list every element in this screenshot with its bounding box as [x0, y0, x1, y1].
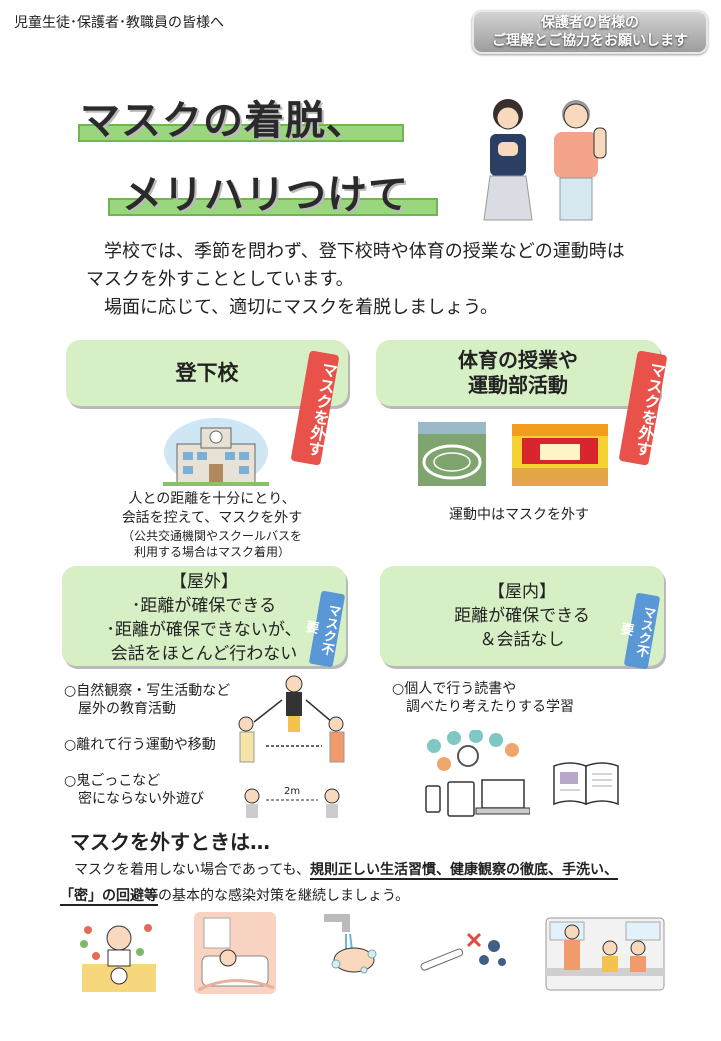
notice-line2: ご理解とご協力をお願いします	[492, 33, 688, 49]
outdoor-box: 【屋外】 ･距離が確保できる ･距離が確保できないが、 会話をほとんど行わない	[62, 566, 346, 666]
title-line1: マスクの着脱、	[80, 98, 367, 144]
woman-figure	[483, 99, 533, 221]
intro-line3: 場面に応じて、適切にマスクを着脱しましょう。	[104, 297, 499, 318]
title-line2: メリハリつけて	[122, 172, 409, 218]
commute-desc: 人との距離を十分にとり、 会話を控えて、マスクを外す	[84, 490, 340, 528]
outdoor-item-3: ○鬼ごっこなど 密にならない外遊び	[64, 772, 254, 808]
distance-label: 2m	[284, 786, 301, 797]
healthy-meal-illustration	[80, 924, 156, 992]
notice-badge: 保護者の皆様の ご理解とご協力をお願いします	[472, 10, 708, 54]
intro-line2: マスクを外すこととしています。	[86, 269, 354, 290]
audience-label: 児童生徒･保護者･教職員の皆様へ	[14, 15, 224, 31]
pe-heading-line2: 運動部活動	[468, 373, 568, 397]
indoor-heading: 【屋内】	[488, 582, 556, 602]
outdoor-item-2: ○離れて行う運動や移動	[64, 736, 254, 754]
hand-washing-illustration	[324, 914, 377, 974]
pe-heading-line1: 体育の授業や	[458, 348, 578, 372]
train-passengers-illustration	[545, 917, 665, 991]
thermometer-germs-icon	[420, 932, 506, 971]
sleeping-illustration	[194, 912, 276, 994]
indoor-line2: ＆会話なし	[479, 630, 565, 650]
outdoor-line1: ･距離が確保できる	[131, 596, 277, 616]
outdoor-heading: 【屋外】	[170, 572, 238, 592]
man-figure	[554, 100, 607, 221]
title-highlight-1	[78, 124, 404, 142]
removal-line1: マスクを着用しない場合であっても、規則正しい生活習慣、健康観察の徹底、手洗い、	[74, 860, 619, 880]
pe-desc: 運動中はマスクを外す	[449, 507, 589, 523]
removal-line1-emph: 規則正しい生活習慣、健康観察の徹底、手洗い、	[310, 862, 619, 880]
outdoor-item-1-line2: 屋外の教育活動	[78, 701, 176, 717]
people-illustration	[483, 99, 607, 221]
removal-heading: マスクを外すときは…	[70, 830, 270, 854]
indoor-line1: 距離が確保できる	[454, 606, 590, 626]
gymnasium-stage-icon	[512, 424, 608, 486]
indoor-list: ○個人で行う読書や 調べたり考えたりする学習	[392, 680, 622, 716]
indoor-item-line2: 調べたり考えたりする学習	[406, 699, 574, 715]
school-building-icon	[163, 418, 269, 486]
study-devices-illustration	[425, 730, 530, 817]
open-book-icon	[553, 762, 619, 806]
commute-note-line1: （公共交通機関やスクールバスを	[121, 529, 302, 543]
outdoor-item-3-line1: ○鬼ごっこなど	[64, 773, 161, 789]
outdoor-line2: ･距離が確保できないが、	[106, 620, 302, 640]
commute-note-line2: 利用する場合はマスク着用）	[133, 545, 290, 559]
removal-line2-emph: 「密」の回避等	[60, 888, 158, 906]
title-highlight-2	[108, 198, 438, 216]
outdoor-item-1: ○自然観察・写生活動など 屋外の教育活動	[64, 682, 254, 718]
outdoor-item-3-line2: 密にならない外遊び	[78, 791, 204, 807]
distancing-illustration	[238, 675, 345, 818]
indoor-box: 【屋内】 距離が確保できる ＆会話なし	[380, 566, 664, 666]
notice-line1: 保護者の皆様の	[541, 15, 639, 31]
pe-heading-box: 体育の授業や 運動部活動	[376, 340, 660, 406]
outdoor-list: ○自然観察・写生活動など 屋外の教育活動 ○離れて行う運動や移動 ○鬼ごっこなど…	[64, 682, 254, 808]
indoor-item-line1: ○個人で行う読書や	[392, 681, 517, 697]
commute-note: （公共交通機関やスクールバスを 利用する場合はマスク着用）	[104, 528, 320, 560]
commute-desc-line1: 人との距離を十分にとり、	[128, 491, 296, 507]
outdoor-item-1-line1: ○自然観察・写生活動など	[64, 683, 231, 699]
outdoor-item-2-line1: ○離れて行う運動や移動	[64, 737, 216, 753]
commute-heading: 登下校	[175, 361, 239, 385]
removal-line2: 「密」の回避等の基本的な感染対策を継続しましょう。	[60, 886, 409, 906]
removal-line1-pre: マスクを着用しない場合であっても、	[74, 862, 311, 878]
removal-line2-post: の基本的な感染対策を継続しましょう。	[158, 888, 410, 904]
outdoor-line3: 会話をほとんど行わない	[110, 644, 298, 664]
sports-field-icon	[418, 422, 486, 486]
intro-line1: 学校では、季節を問わず、登下校時や体育の授業などの運動時は	[104, 241, 625, 262]
intro-text: 学校では、季節を問わず、登下校時や体育の授業などの運動時は マスクを外すこととし…	[86, 238, 686, 322]
commute-desc-line2: 会話を控えて、マスクを外す	[121, 510, 303, 526]
